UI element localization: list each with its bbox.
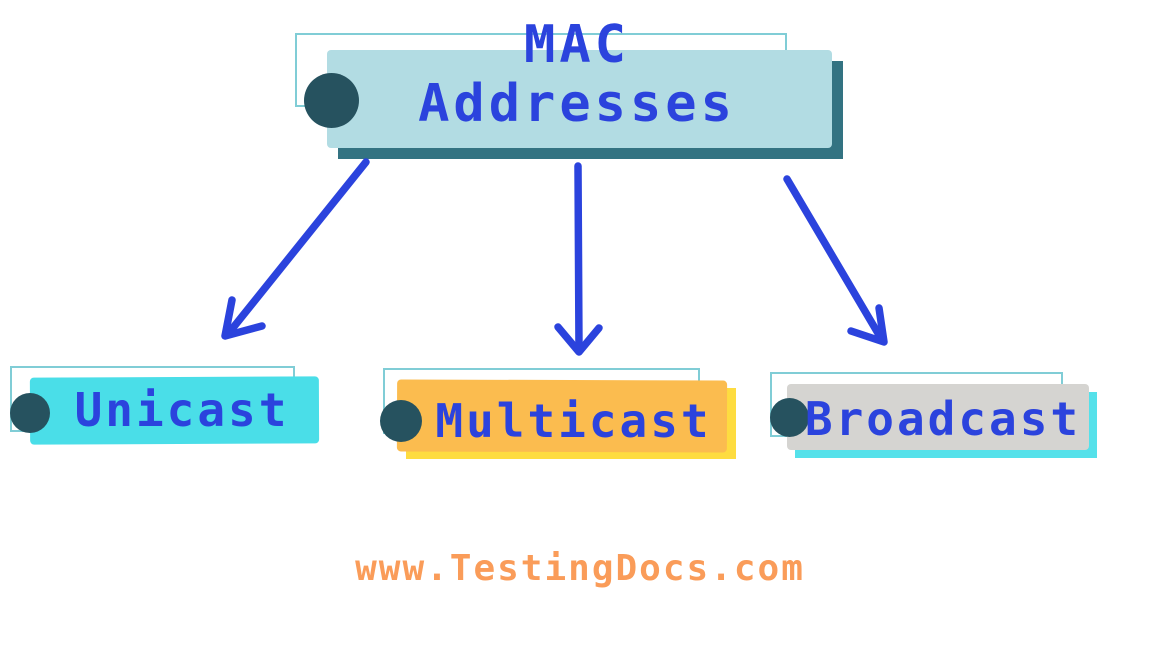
mac-node-label: MAC Addresses — [317, 16, 837, 134]
broadcast-node-label: Broadcast — [804, 392, 1082, 446]
arrow-to-multicast — [554, 162, 603, 356]
mac-node-label-line2: Addresses — [418, 74, 736, 134]
arrow-to-unicast — [221, 158, 370, 340]
mac-addresses-node — [327, 50, 832, 148]
watermark-text: www.TestingDocs.com — [355, 548, 805, 589]
unicast-bullet-icon — [10, 393, 50, 433]
broadcast-bullet-icon — [770, 398, 809, 437]
unicast-node-label: Unicast — [74, 383, 290, 437]
multicast-node-label: Multicast — [435, 394, 712, 448]
mac-bullet-icon — [304, 73, 359, 128]
arrow-to-broadcast — [783, 175, 888, 346]
mac-node-label-line1: MAC — [524, 15, 630, 75]
broadcast-node — [787, 384, 1089, 450]
multicast-bullet-icon — [380, 400, 422, 442]
